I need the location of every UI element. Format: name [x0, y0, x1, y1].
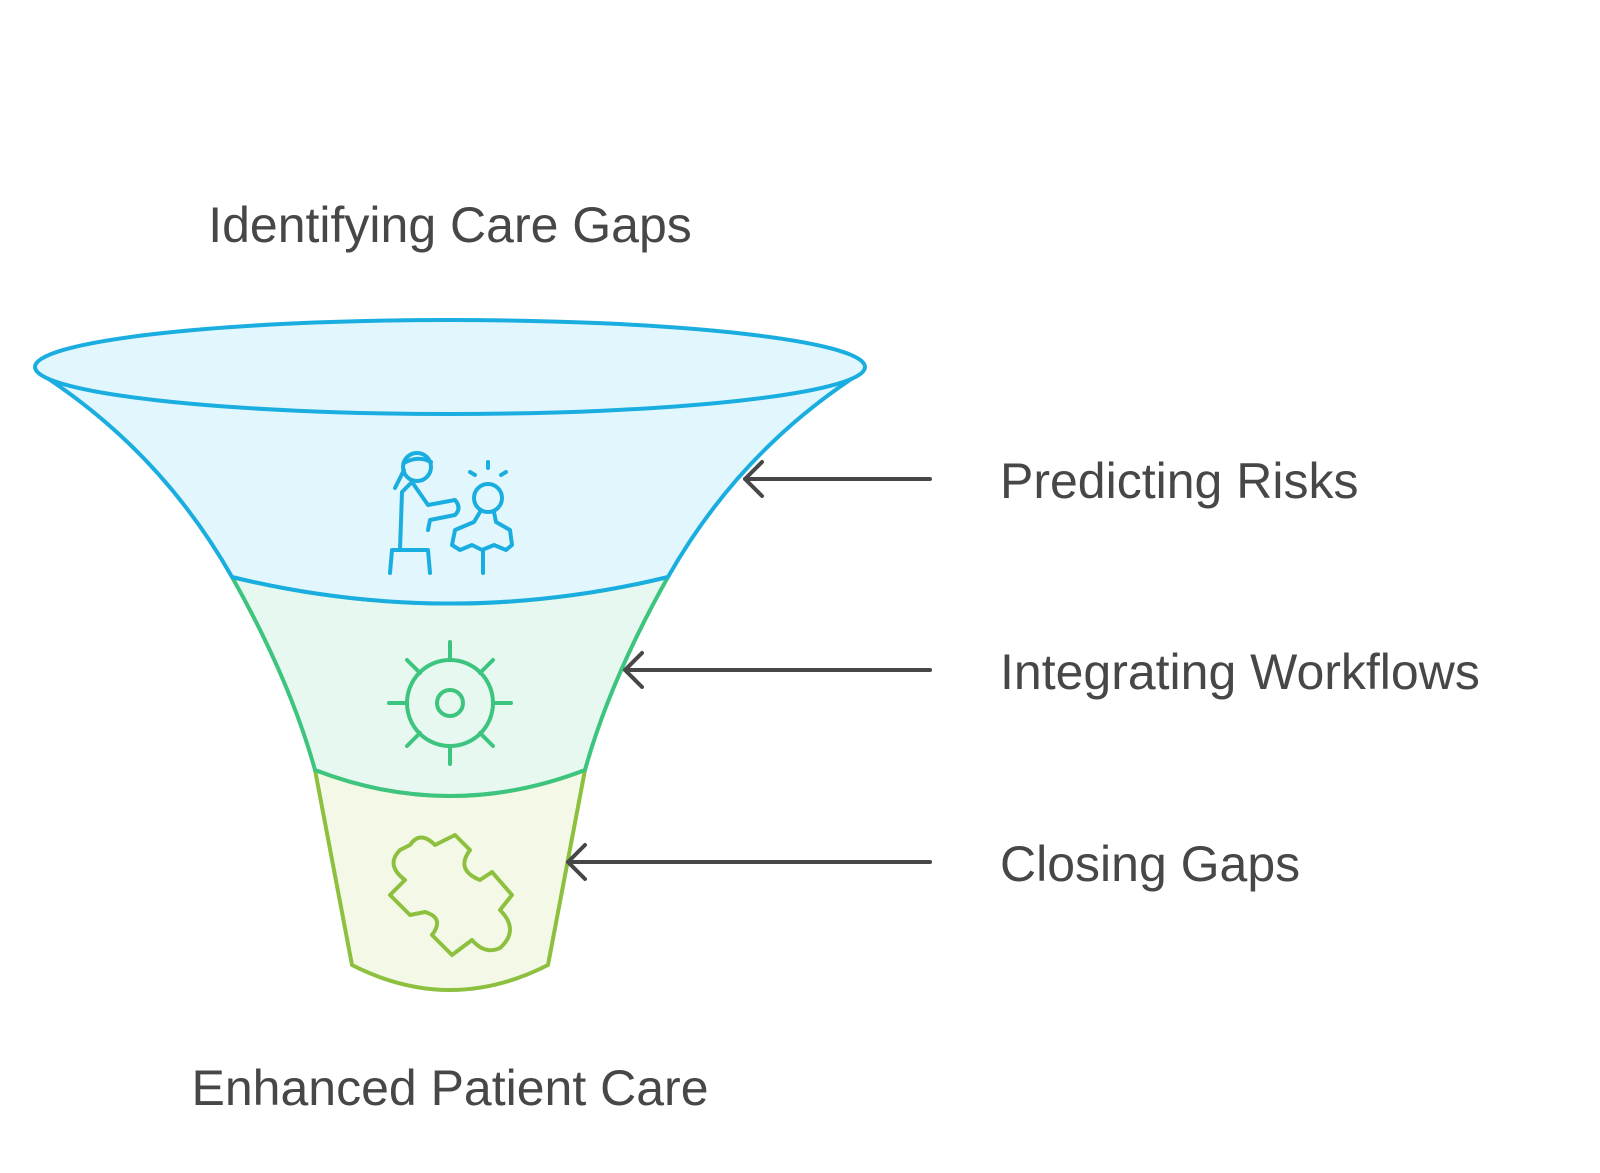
stage-label-closing-gaps: Closing Gaps	[1000, 836, 1301, 892]
puzzle-piece-icon	[388, 833, 514, 957]
arrow-predicting-risks	[743, 460, 932, 498]
funnel-outcome: Enhanced Patient Care	[191, 1060, 709, 1116]
funnel-section-closing-gaps	[313, 768, 587, 992]
stage-label-predicting-risks: Predicting Risks	[1000, 453, 1359, 509]
caregiver-child-icon	[388, 451, 514, 575]
funnel-top-rim	[33, 318, 867, 416]
gear-icon	[387, 640, 513, 766]
arrow-integrating-workflows	[623, 651, 932, 689]
funnel-title: Identifying Care Gaps	[208, 197, 692, 253]
stage-label-integrating-workflows: Integrating Workflows	[1000, 644, 1480, 700]
arrow-closing-gaps	[566, 843, 932, 881]
arrows	[566, 460, 932, 881]
